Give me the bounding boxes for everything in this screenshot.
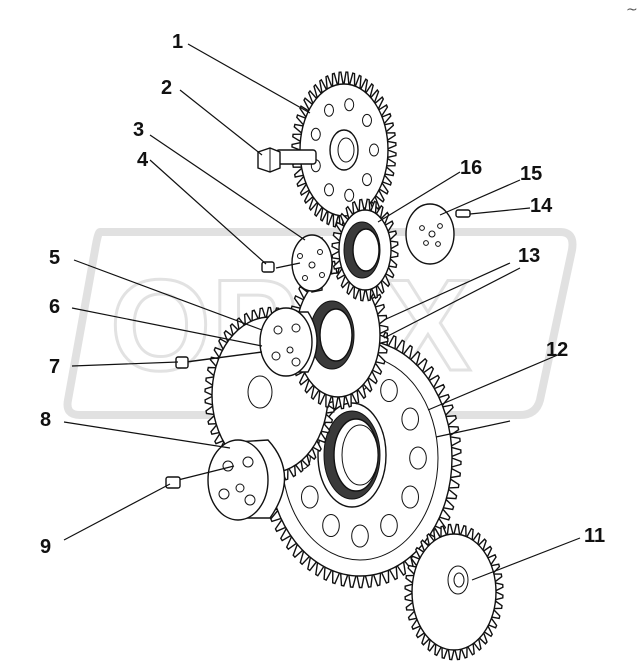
lightening-hole <box>401 407 420 431</box>
callout-12: 12 <box>546 339 568 361</box>
lightening-hole <box>401 485 420 509</box>
lightening-hole <box>310 127 321 141</box>
lightening-hole <box>380 379 398 402</box>
lightening-hole <box>380 514 398 537</box>
callout-3: 3 <box>133 119 144 141</box>
hub-6 <box>259 307 318 377</box>
bolt-9 <box>165 465 235 489</box>
lightening-hole <box>369 143 379 157</box>
lightening-hole <box>324 183 334 197</box>
lightening-hole <box>344 98 355 112</box>
callout-16: 16 <box>460 157 482 179</box>
lightening-hole <box>351 524 369 548</box>
corner-mark: ~ <box>626 2 638 18</box>
callout-13: 13 <box>518 245 540 267</box>
callout-labels: 1 2 3 4 5 6 7 8 9 11 12 13 14 15 16 <box>40 31 605 558</box>
callout-14: 14 <box>530 195 553 217</box>
callout-2: 2 <box>161 77 172 99</box>
lightening-hole <box>324 103 334 117</box>
callout-8: 8 <box>40 409 51 431</box>
lightening-hole <box>301 485 319 509</box>
hub-8 <box>207 439 286 521</box>
bottom-gear <box>404 523 504 661</box>
small-gear <box>331 198 399 302</box>
callout-9: 9 <box>40 536 51 558</box>
callout-1: 1 <box>172 31 183 53</box>
lightening-hole <box>344 188 355 202</box>
callout-15: 15 <box>520 163 542 185</box>
lightening-hole <box>409 446 427 470</box>
callout-5: 5 <box>49 247 60 269</box>
bolt-7 <box>175 351 263 369</box>
leader-lines <box>63 43 581 581</box>
thrust-washer-3 <box>291 234 333 293</box>
lightening-hole <box>322 514 340 537</box>
callout-7: 7 <box>49 356 60 378</box>
thrust-washer-15 <box>405 203 455 265</box>
bolt-4 <box>261 261 301 273</box>
callout-4: 4 <box>137 149 149 171</box>
dowel-pin-14 <box>455 209 471 218</box>
bolt-2 <box>257 147 317 173</box>
callout-6: 6 <box>49 296 60 318</box>
top-gear <box>291 71 397 229</box>
lightening-hole <box>362 173 372 187</box>
callout-11: 11 <box>584 525 605 547</box>
lightening-hole <box>362 113 372 127</box>
